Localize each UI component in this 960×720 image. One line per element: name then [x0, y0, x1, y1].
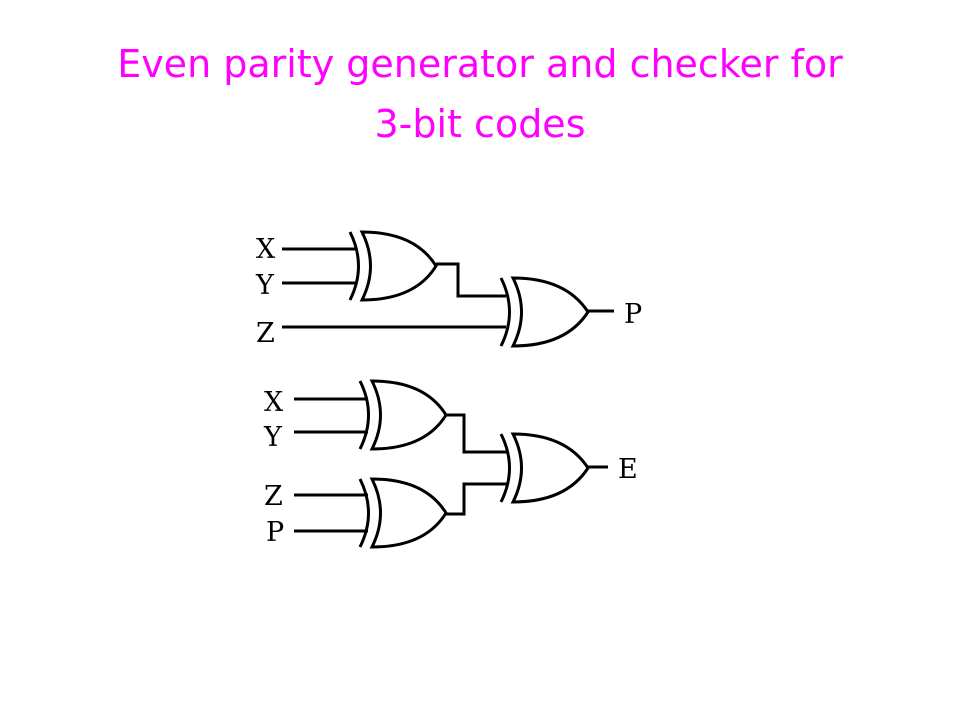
wire-chk-xor2-out	[446, 482, 508, 516]
wire-chk-xor1-out	[446, 413, 508, 454]
checker-input-p-label: P	[266, 517, 284, 548]
checker-input-x-label: X	[264, 387, 284, 418]
generator-output-p-label: P	[624, 299, 642, 330]
title-line-2: 3-bit codes	[374, 102, 586, 146]
generator-input-y-label: Y	[255, 270, 275, 301]
xor-gate-generator-2	[499, 276, 590, 348]
xor-gate-checker-1	[358, 379, 448, 451]
slide-title: Even parity generator and checker for 3-…	[0, 34, 960, 154]
generator-input-x-label: X	[256, 234, 276, 265]
xor-gate-checker-3	[499, 432, 590, 504]
checker-input-y-label: Y	[263, 422, 283, 453]
xor-gate-checker-2	[358, 477, 448, 549]
checker-output-e-label: E	[618, 454, 638, 485]
checker-input-z-label: Z	[264, 481, 283, 512]
wire-gen-xor1-out	[436, 262, 506, 298]
generator-circuit: X Y Z P	[255, 230, 642, 349]
checker-circuit: X Y Z P E	[263, 379, 638, 549]
title-line-1: Even parity generator and checker for	[117, 42, 843, 86]
xor-gate-generator-1	[348, 230, 438, 302]
generator-input-z-label: Z	[256, 318, 275, 349]
